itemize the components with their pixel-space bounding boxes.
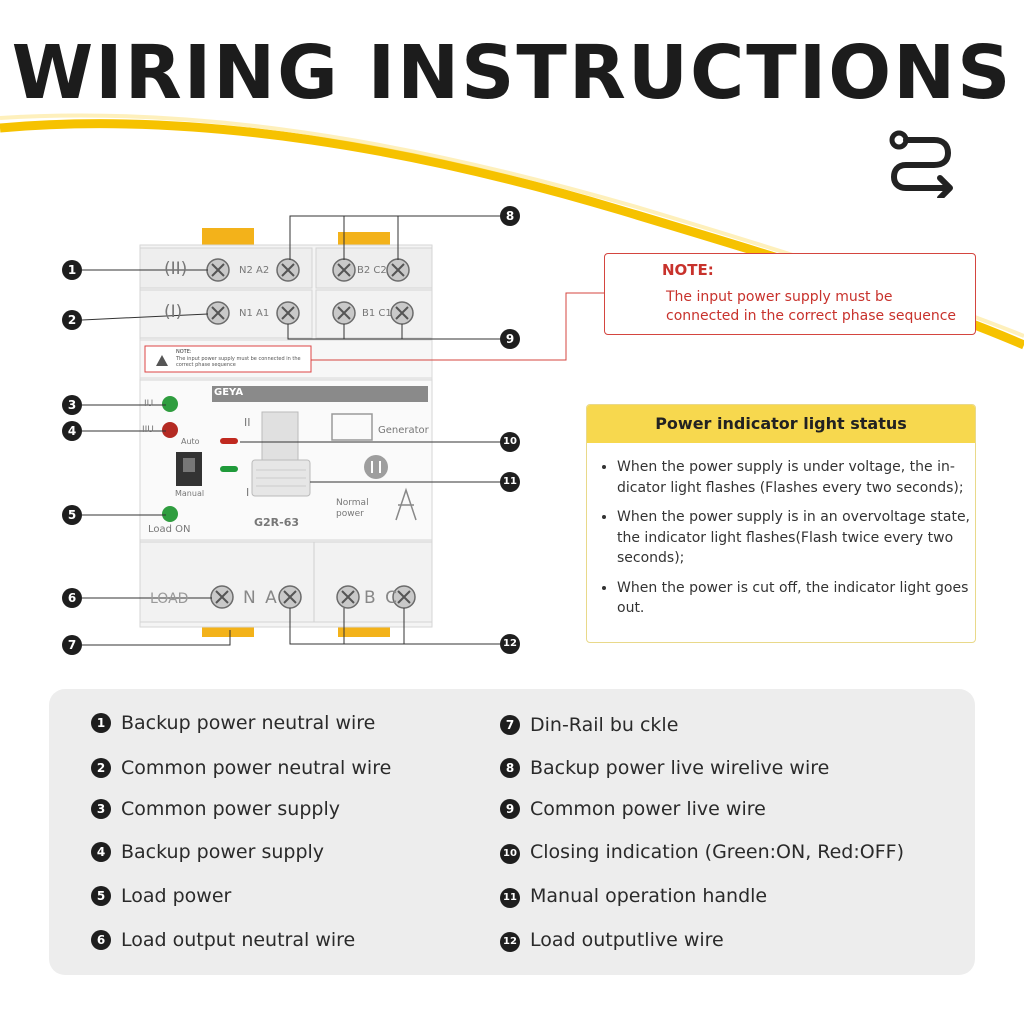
callout-11: 11 <box>500 472 520 492</box>
callout-10: 10 <box>500 432 520 452</box>
device-label-normal-power: Normal power <box>336 498 369 519</box>
callout-6: 6 <box>62 588 82 608</box>
power-indicator-title: Power indicator light status <box>587 405 975 443</box>
route-icon <box>889 130 953 198</box>
legend-panel <box>49 689 975 975</box>
device-sticker-title: NOTE: <box>176 349 192 355</box>
device-label-bc: B C <box>364 588 397 608</box>
callout-4: 4 <box>62 421 82 441</box>
device-model-label: G2R-63 <box>254 516 300 529</box>
device-label-load: LOAD <box>150 591 189 607</box>
note-text: The input power supply must be connected… <box>666 289 957 324</box>
device-label-i: (I) <box>164 302 183 322</box>
note-box <box>604 253 976 335</box>
device-sticker-text: The input power supply must be connected… <box>176 356 301 368</box>
device-label-generator: Generator <box>378 425 429 436</box>
device-label-ii: (II) <box>164 259 188 279</box>
list-item: When the power is cut off, the indicator… <box>617 578 975 619</box>
device-label-n1a1: N1 A1 <box>239 308 270 319</box>
device-label-manual: Manual <box>175 489 205 498</box>
device-label-n2a2: N2 A2 <box>239 265 270 276</box>
device-label-pos-ii: II <box>244 416 251 429</box>
device-label-pos-i: I <box>246 486 250 499</box>
device-label-auto: Auto <box>181 437 200 446</box>
callout-7: 7 <box>62 635 82 655</box>
device-label-iiu: IIU <box>142 425 154 435</box>
page-title: WIRING INSTRUCTIONS <box>11 30 1013 116</box>
device-label-b2c2: B2 C2 <box>357 265 387 276</box>
power-indicator-panel: Power indicator light status When the po… <box>586 404 976 643</box>
device-label-b1c1: B1 C1 <box>362 308 392 319</box>
warning-icon <box>614 274 658 310</box>
callout-8: 8 <box>500 206 520 226</box>
device-label-na: N A <box>243 588 277 608</box>
note-title: NOTE: <box>662 261 714 279</box>
list-item: When the power supply is in an overvolta… <box>617 507 975 569</box>
device-label-load-on: Load ON <box>148 524 191 535</box>
callout-1: 1 <box>62 260 82 280</box>
device-label-iu: IU <box>144 399 154 409</box>
ats-device-illustration <box>81 215 656 646</box>
callout-9: 9 <box>500 329 520 349</box>
power-indicator-list: When the power supply is under voltage, … <box>599 457 975 628</box>
brand-logo: GEYA <box>214 387 244 398</box>
callout-2: 2 <box>62 310 82 330</box>
list-item: When the power supply is under voltage, … <box>617 457 975 498</box>
callout-12: 12 <box>500 634 520 654</box>
callout-5: 5 <box>62 505 82 525</box>
callout-3: 3 <box>62 395 82 415</box>
